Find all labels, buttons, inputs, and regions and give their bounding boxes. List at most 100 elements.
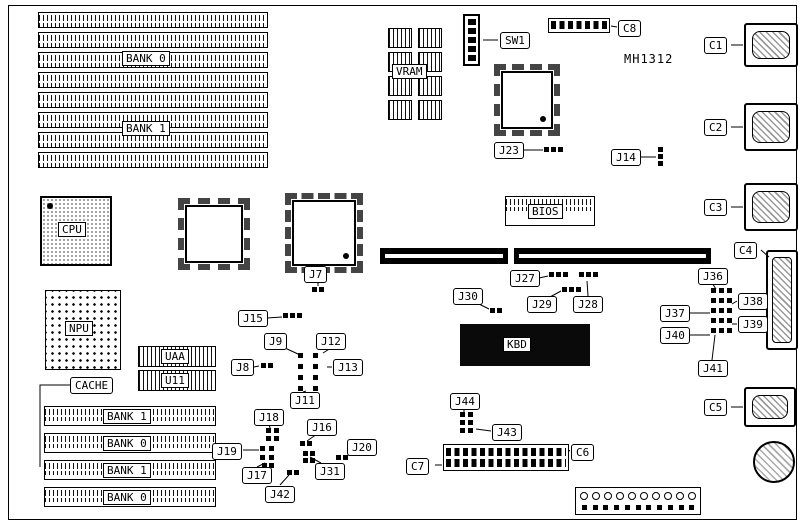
simm-socket (38, 72, 268, 88)
pin (711, 308, 716, 313)
pin (467, 46, 476, 52)
pin (727, 308, 732, 313)
callout-j9: J9 (264, 333, 288, 350)
jumper-pins-j29 (562, 287, 581, 292)
dsub-face (752, 191, 790, 223)
jumper-block-j19 (260, 446, 274, 460)
cpu-chip: CPU (40, 196, 112, 266)
qfp-chip (285, 193, 363, 273)
jumper-pins-j30 (490, 308, 502, 313)
pin (727, 298, 732, 303)
pin (711, 288, 716, 293)
callout-j7: J7 (304, 266, 328, 283)
bottom-edge-connector (575, 487, 701, 515)
pin (297, 313, 302, 318)
simm-socket: BANK 0 (44, 433, 216, 453)
pin (467, 28, 476, 34)
callout-c8: C8 (618, 20, 642, 37)
connector-hole (628, 492, 636, 501)
connector-hole (640, 492, 648, 501)
pin (298, 364, 303, 369)
pin (719, 288, 724, 293)
pin (298, 386, 303, 391)
pin (313, 386, 318, 391)
cpu-label: CPU (58, 222, 86, 237)
pin (460, 428, 465, 433)
qfp-chip-body (292, 200, 356, 266)
din-connector-face (753, 441, 795, 483)
vram-chip (418, 76, 442, 96)
jumper-block-j44 (460, 412, 473, 433)
qfp-chip (494, 64, 560, 136)
callout-j17: J17 (242, 467, 272, 484)
connector-c3 (744, 183, 798, 231)
sram-chip: U11 (138, 370, 216, 391)
pin (269, 455, 274, 460)
pin (260, 446, 265, 451)
pin (312, 287, 317, 292)
pin (298, 375, 303, 380)
simm-socket (38, 32, 268, 48)
jumper-pins-j8 (261, 363, 273, 368)
pin (544, 147, 549, 152)
callout-cache: CACHE (70, 377, 114, 394)
callout-j19: J19 (212, 443, 242, 460)
vram-chip (418, 28, 442, 48)
pin (274, 428, 279, 433)
pin (300, 441, 305, 446)
pin (294, 470, 299, 475)
callout-j14: J14 (611, 149, 641, 166)
pin (266, 436, 271, 441)
pin (460, 420, 465, 425)
pin (319, 287, 324, 292)
vram-label: VRAM (392, 64, 427, 79)
pin-band (446, 459, 566, 467)
jumper-pins-j42 (287, 470, 299, 475)
jumper-pins-j7 (312, 287, 324, 292)
pin (719, 328, 724, 333)
pin1-dot (47, 203, 53, 209)
pin (624, 504, 630, 510)
pin (274, 436, 279, 441)
connector-c1 (744, 23, 798, 67)
callout-j15: J15 (238, 310, 268, 327)
callout-j27: J27 (510, 270, 540, 287)
callout-c7: C7 (406, 458, 430, 475)
simm-socket (38, 152, 268, 168)
pin (497, 308, 502, 313)
pin (579, 272, 584, 277)
pin (490, 308, 495, 313)
qfp-chip-body (185, 205, 243, 263)
connector-hole (664, 492, 672, 501)
callout-c4: C4 (734, 242, 758, 259)
pin (467, 37, 476, 43)
pin-band (446, 448, 566, 456)
pin (467, 19, 476, 25)
jumper-pins-j16 (300, 441, 312, 446)
kbd-controller-chip: KBD (460, 324, 590, 366)
u11-label: U11 (161, 373, 189, 388)
connector-hole (580, 492, 588, 501)
bank0-label: BANK 0 (122, 51, 170, 66)
pin (563, 272, 568, 277)
simm-socket: BANK 1 (44, 460, 216, 480)
pin (269, 446, 274, 451)
pin (646, 504, 652, 510)
pin (558, 147, 563, 152)
pin (569, 287, 574, 292)
callout-j40: J40 (660, 327, 690, 344)
pin (727, 318, 732, 323)
pin (287, 470, 292, 475)
pin (658, 154, 663, 159)
connector-face (772, 257, 792, 343)
jumper-pins-j15 (283, 313, 302, 318)
pin (313, 353, 318, 358)
callout-j18: J18 (254, 409, 284, 426)
pin (298, 353, 303, 358)
dsub-face (752, 111, 790, 143)
connector-hole (652, 492, 660, 501)
vram-chip (388, 100, 412, 120)
callout-j20: J20 (347, 439, 377, 456)
bios-chip: BIOS (505, 196, 595, 226)
